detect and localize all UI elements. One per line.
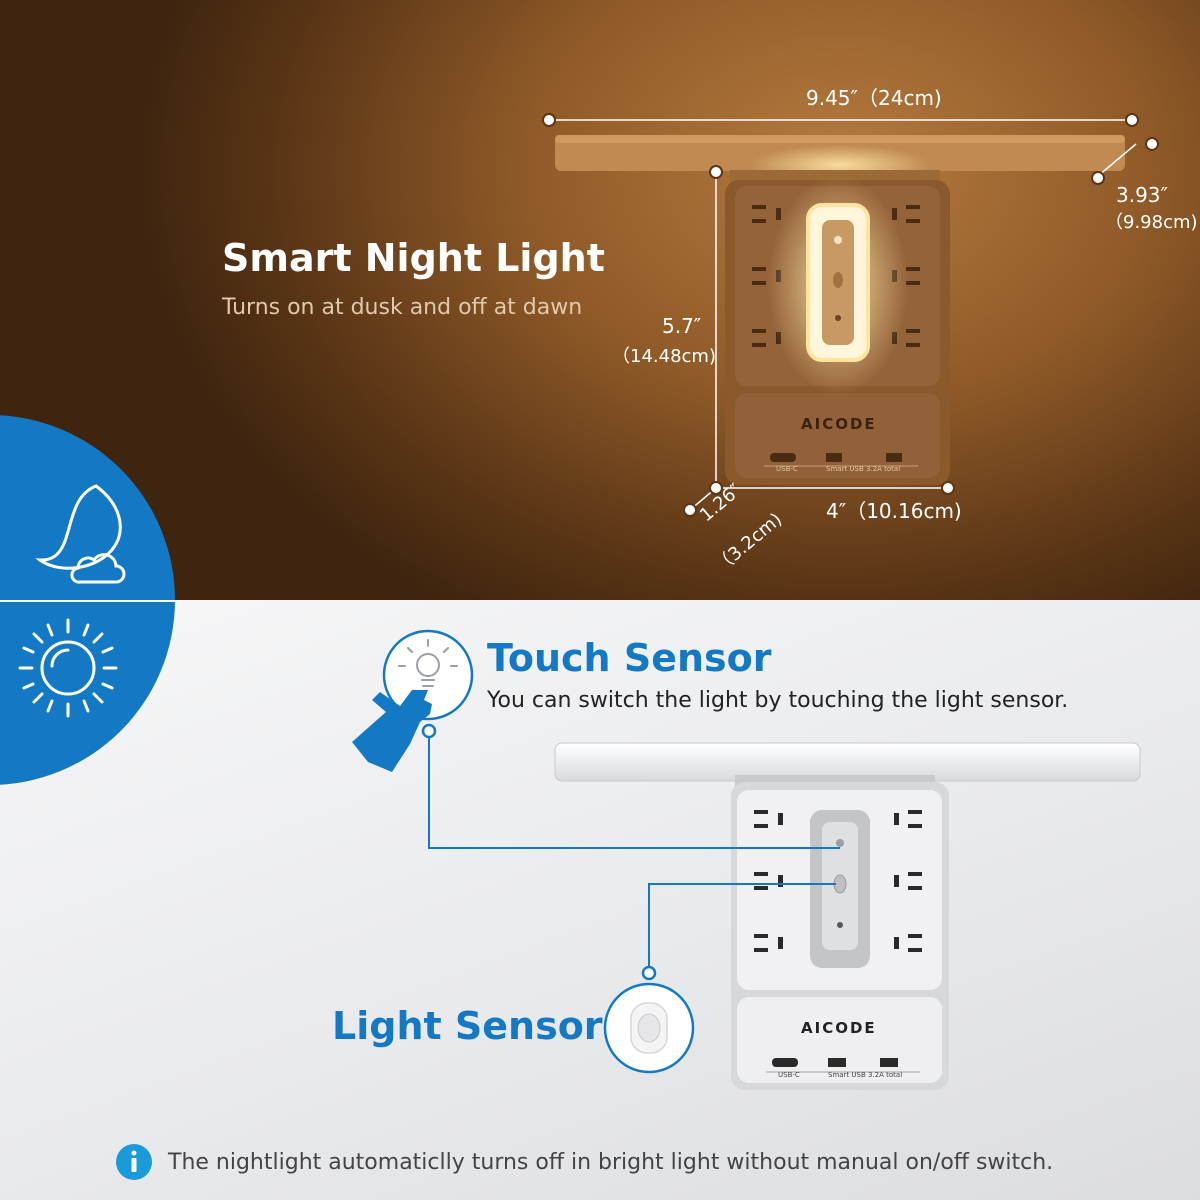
dimension-lines bbox=[549, 119, 1137, 511]
dim-body-width: 4″（10.16cm) bbox=[826, 499, 962, 523]
night-product bbox=[555, 135, 1125, 485]
sun-icon bbox=[18, 618, 118, 718]
touch-sensor-description: You can switch the light by touching the… bbox=[487, 688, 1069, 713]
day-panel bbox=[0, 600, 1200, 1200]
night-light-title: Smart Night Light bbox=[222, 236, 605, 280]
dimension-dots bbox=[542, 113, 1159, 517]
port-usbc-night: USB-C bbox=[776, 465, 798, 473]
touch-sensor-title: Touch Sensor bbox=[487, 636, 772, 680]
dim-height-cm: （14.48cm) bbox=[612, 346, 716, 367]
hand-bulb-icon bbox=[352, 629, 474, 772]
dim-depth-cm: （9.98cm) bbox=[1105, 212, 1198, 233]
info-icon bbox=[116, 1144, 152, 1180]
port-usb-day: Smart USB 3.2A total bbox=[828, 1071, 903, 1079]
port-usb-night: Smart USB 3.2A total bbox=[826, 465, 901, 473]
light-sensor-title: Light Sensor bbox=[332, 1004, 603, 1048]
dim-depth-in: 3.93″ bbox=[1116, 183, 1169, 207]
brand-logo-day: AICODE bbox=[801, 1019, 877, 1037]
callout-dots bbox=[421, 723, 657, 981]
moon-cloud-icon bbox=[35, 484, 126, 584]
night-light-subtitle: Turns on at dusk and off at dawn bbox=[222, 295, 583, 320]
port-usbc-day: USB-C bbox=[778, 1071, 800, 1079]
bottom-note: The nightlight automaticlly turns off in… bbox=[168, 1150, 1054, 1175]
night-panel bbox=[0, 0, 1200, 600]
dim-width: 9.45″（24cm) bbox=[806, 86, 942, 110]
callout-lines bbox=[428, 731, 840, 973]
dim-height-in: 5.7″ bbox=[662, 314, 702, 338]
light-sensor-zoom bbox=[603, 982, 695, 1074]
day-product bbox=[554, 742, 1141, 1090]
brand-logo-night: AICODE bbox=[801, 415, 877, 433]
